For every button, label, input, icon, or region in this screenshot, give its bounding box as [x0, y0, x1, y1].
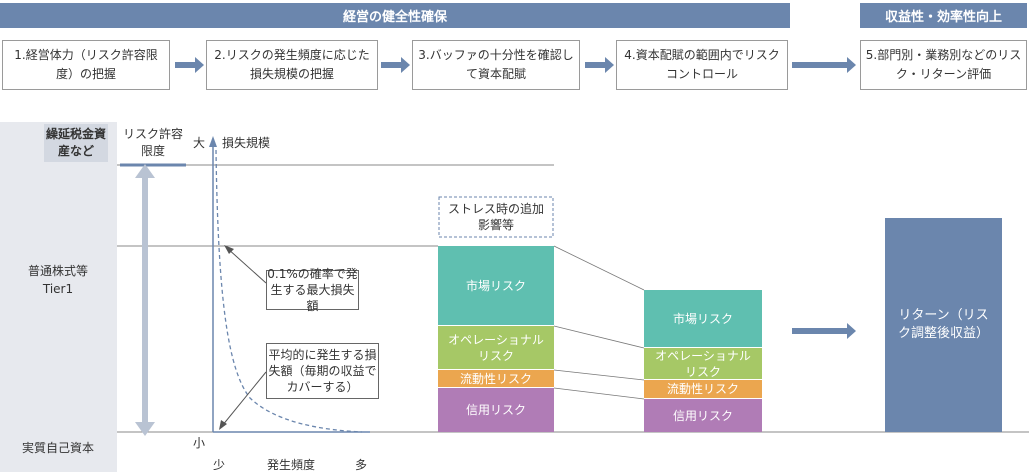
- deferred-tax-bg: [44, 124, 108, 162]
- common-equity-label: 普通株式等Tier1: [27, 264, 88, 296]
- deferred-tax-label: 繰延税金資産など: [45, 127, 106, 158]
- right-liquidity-risk: 流動性リスク: [644, 380, 762, 398]
- callout-max-loss: 0.1%の確率で発生する最大損失額: [266, 267, 359, 313]
- step-2: 2.リスクの発生頻度に応じた損失規模の把握: [206, 40, 378, 90]
- left-column: [0, 122, 117, 472]
- step-5: 5.部門別・業務別などのリスク・リターン評価: [860, 40, 1027, 90]
- callout-stress: ストレス時の追加影響等: [447, 202, 544, 232]
- left-credit-risk: 信用リスク: [438, 388, 554, 432]
- real-capital-label: 実質自己資本: [21, 441, 94, 455]
- x-axis-label: 発生頻度: [267, 458, 316, 472]
- right-market-risk: 市場リスク: [644, 290, 762, 347]
- y-axis-label: 損失規模: [222, 136, 271, 150]
- right-operational-risk: オペレーショナルリスク: [644, 348, 762, 379]
- step-4: 4.資本配賦の範囲内でリスクコントロール: [616, 40, 788, 90]
- banner-soundness: 経営の健全性確保: [0, 3, 790, 28]
- callout-avg-loss: 平均的に発生する損失額（毎期の収益でカバーする）: [266, 343, 379, 399]
- left-liquidity-risk: 流動性リスク: [438, 370, 554, 387]
- left-operational-risk: オペレーショナルリスク: [438, 326, 554, 369]
- y-low-label: 小: [193, 436, 206, 450]
- risk-tolerance-label: リスク許容限度: [122, 127, 183, 158]
- banner-profitability: 収益性・効率性向上: [860, 3, 1027, 28]
- y-high-label: 大: [193, 136, 206, 150]
- step-1: 1.経営体力（リスク許容限度）の把握: [2, 40, 170, 90]
- right-credit-risk: 信用リスク: [644, 399, 762, 432]
- return-box: リターン（リスク調整後収益）: [885, 218, 1002, 432]
- step-arrows: [175, 57, 856, 73]
- x-high-label: 多: [355, 458, 368, 472]
- step-3: 3.バッファの十分性を確認して資本配賦: [412, 40, 580, 90]
- x-low-label: 少: [213, 458, 226, 472]
- left-market-risk: 市場リスク: [438, 246, 554, 325]
